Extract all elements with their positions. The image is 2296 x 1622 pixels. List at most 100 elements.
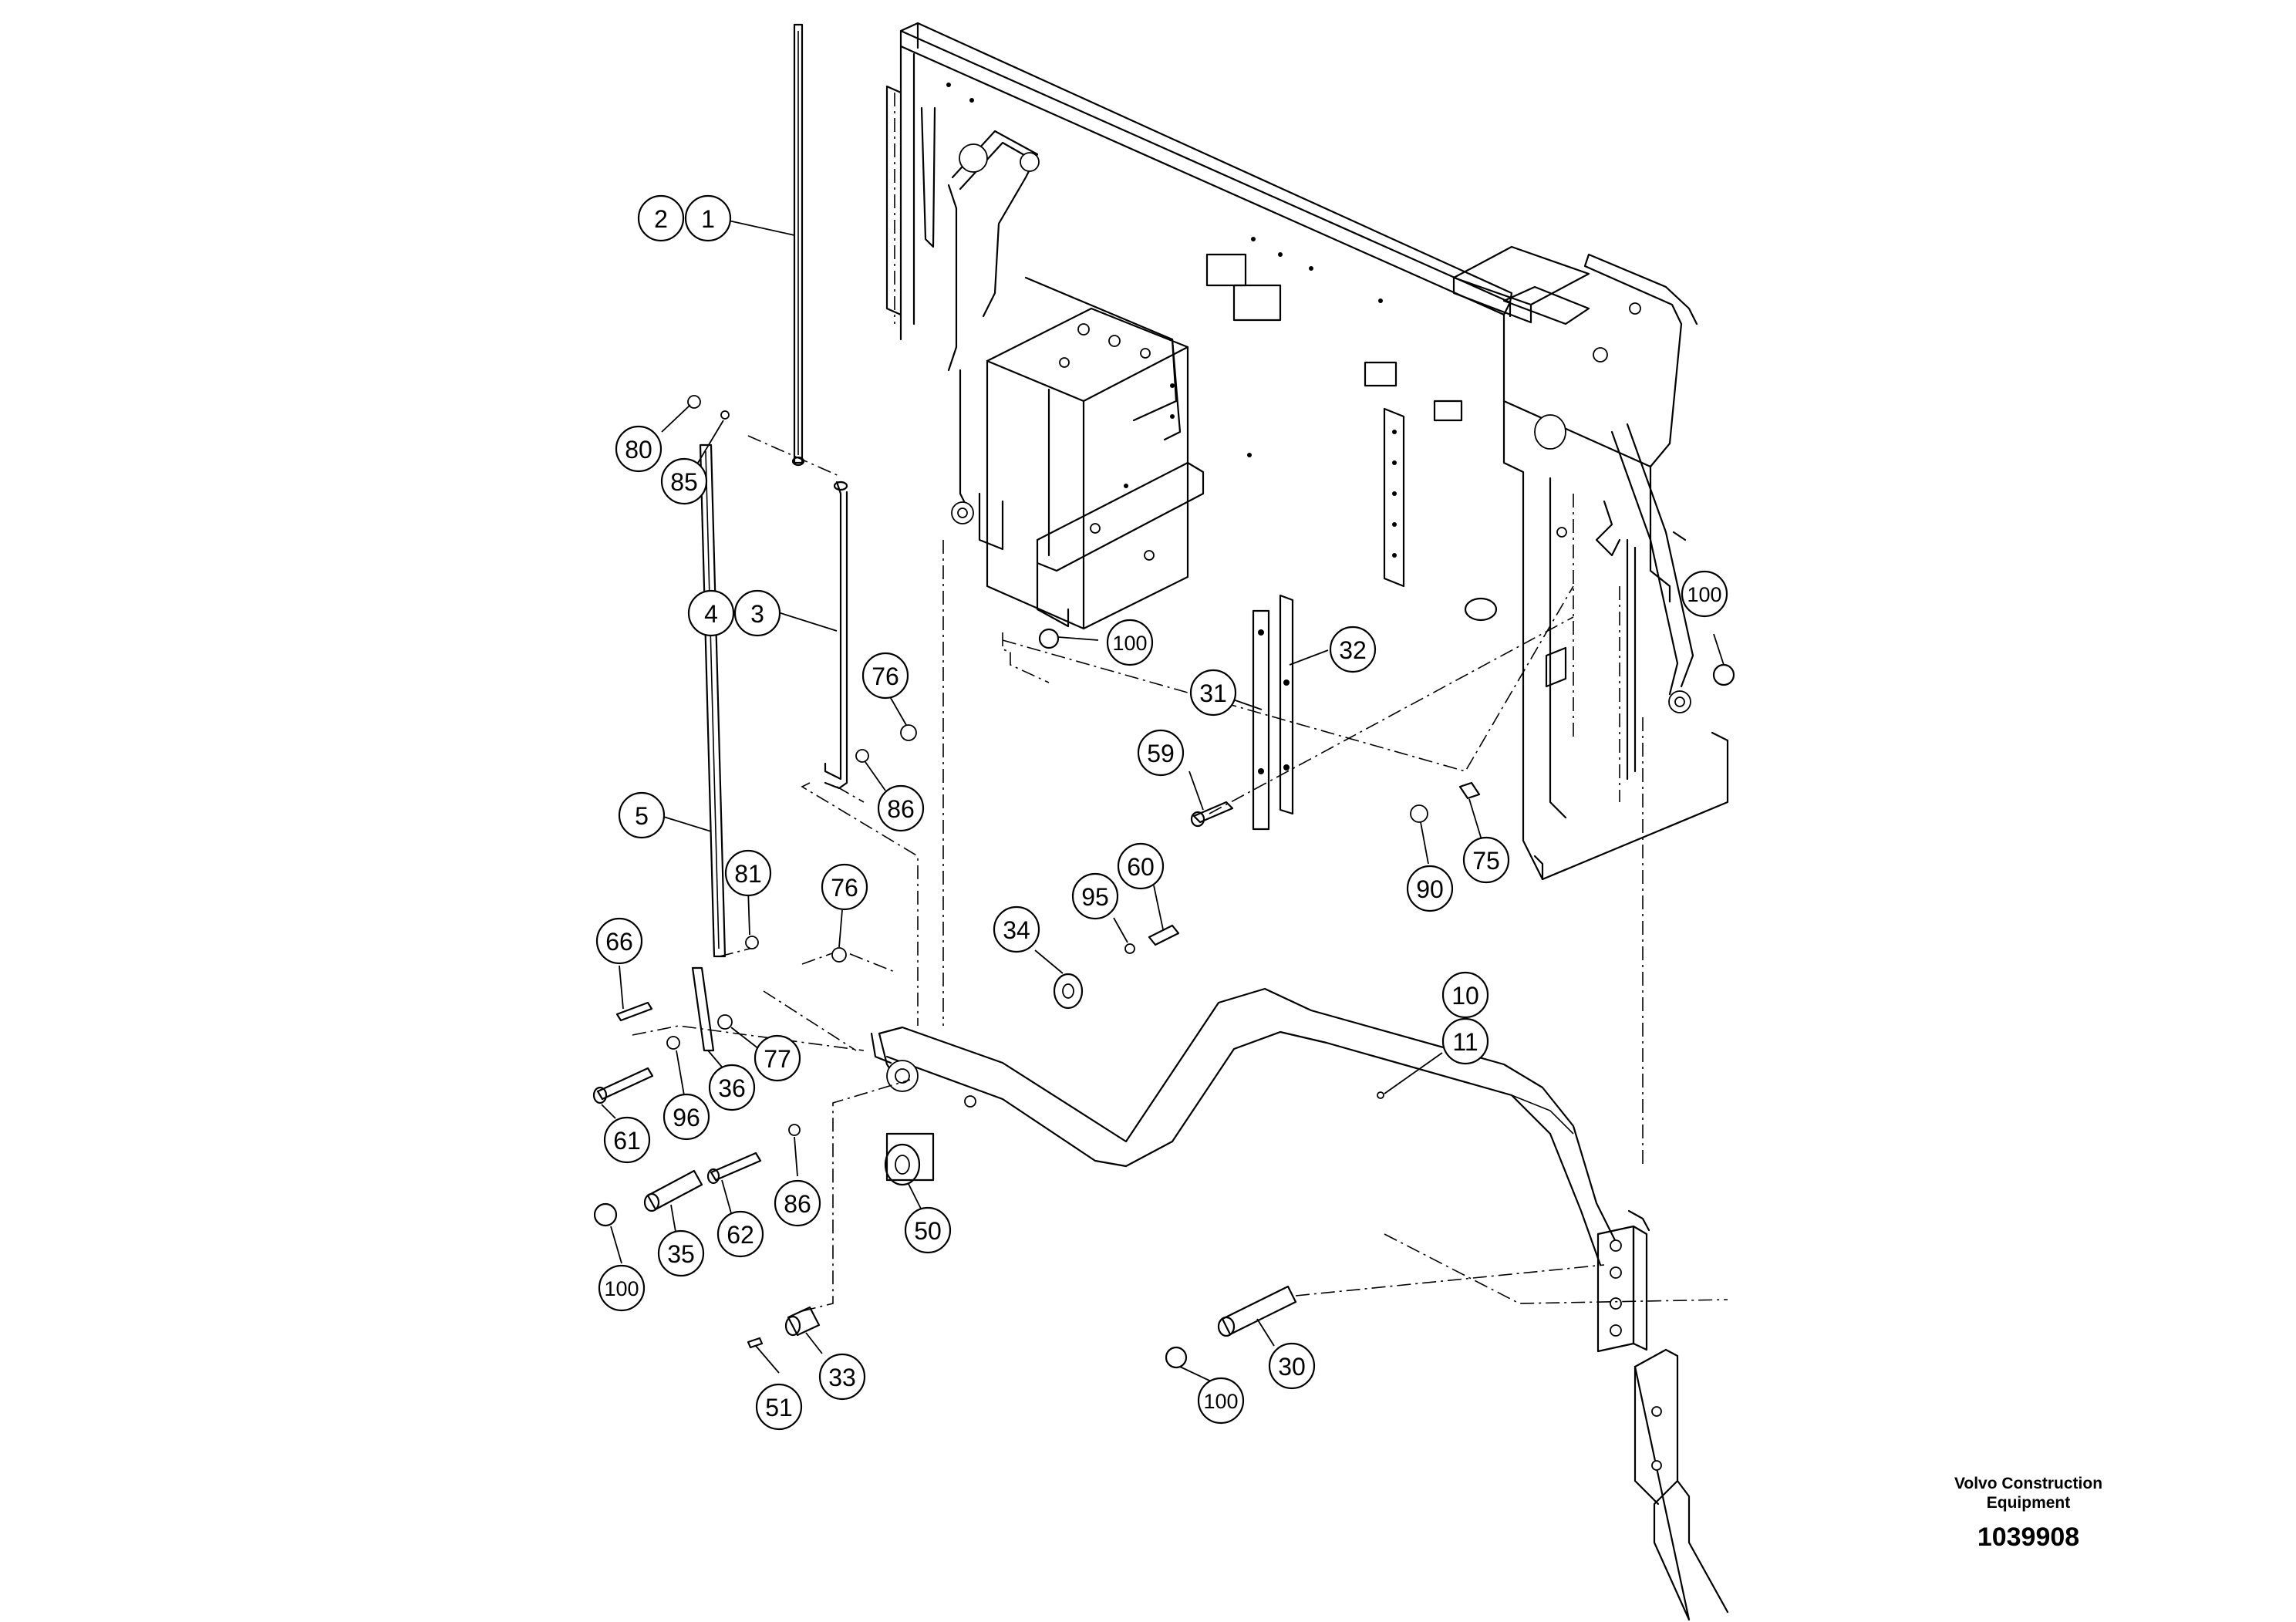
callout-balloon	[1117, 842, 1165, 890]
callout-5: 5	[618, 791, 666, 839]
callout-balloon	[637, 194, 685, 242]
callout-95: 95	[1071, 872, 1119, 920]
maker-name-line1: Volvo Construction	[1954, 1475, 2102, 1492]
leader-lines	[601, 219, 1725, 1387]
drawing-number: 1039908	[1977, 1523, 2079, 1552]
callout-label: 100	[1687, 583, 1721, 606]
callout-76: 76	[821, 863, 868, 911]
callout-3: 3	[733, 589, 781, 637]
callout-label: 36	[718, 1074, 746, 1102]
callout-balloon	[663, 1093, 710, 1141]
callout-label: 31	[1199, 679, 1227, 707]
callout-balloon	[708, 1064, 756, 1111]
callout-balloon	[1441, 1017, 1489, 1065]
main-frame	[885, 22, 1729, 1165]
callout-balloon	[1441, 971, 1489, 1019]
callout-86: 86	[877, 784, 925, 832]
callout-label: 50	[914, 1217, 942, 1245]
callout-balloon	[755, 1383, 803, 1431]
callout-label: 3	[750, 600, 764, 628]
callout-label: 81	[734, 860, 762, 888]
hardware	[592, 395, 1735, 1369]
callout-59: 59	[1137, 729, 1185, 777]
callout-label: 11	[1452, 1028, 1478, 1056]
callout-66: 66	[595, 917, 643, 965]
callout-balloon	[615, 425, 663, 473]
callout-balloon	[1268, 1342, 1316, 1390]
callout-balloon	[754, 1034, 801, 1082]
callout-77: 77	[754, 1034, 801, 1082]
callout-60: 60	[1117, 842, 1165, 890]
callout-100: 100	[598, 1264, 646, 1312]
callout-label: 59	[1147, 740, 1175, 767]
callout-balloon	[687, 589, 735, 637]
callout-label: 51	[765, 1394, 793, 1421]
callout-label: 76	[872, 663, 899, 690]
callout-51: 51	[755, 1383, 803, 1431]
callout-balloon	[1137, 729, 1185, 777]
callout-80: 80	[615, 425, 663, 473]
callout-35: 35	[657, 1229, 705, 1277]
strap-parts	[1209, 594, 1574, 831]
callout-balloon	[1329, 626, 1377, 673]
callout-label: 1	[701, 205, 715, 233]
callout-balloon	[861, 652, 909, 700]
callout-label: 30	[1278, 1353, 1306, 1381]
callout-10: 10	[1441, 971, 1489, 1019]
callout-2: 2	[637, 194, 685, 242]
callout-balloon	[618, 791, 666, 839]
callout-label: 61	[613, 1127, 641, 1155]
callout-balloon	[657, 1229, 705, 1277]
callout-label: 86	[784, 1190, 811, 1218]
title-block: Volvo Construction Equipment 1039908	[1954, 1475, 2102, 1552]
callout-86: 86	[774, 1179, 821, 1227]
callout-33: 33	[818, 1353, 866, 1401]
callout-label: 80	[625, 436, 652, 464]
callout-96: 96	[663, 1093, 710, 1141]
callout-50: 50	[904, 1206, 952, 1254]
callout-label: 62	[727, 1221, 754, 1249]
callout-balloon	[660, 457, 708, 505]
callout-36: 36	[708, 1064, 756, 1111]
callout-31: 31	[1189, 669, 1237, 717]
callout-balloon	[595, 917, 643, 965]
callout-label: 2	[654, 205, 668, 233]
callout-4: 4	[687, 589, 735, 637]
callout-label: 85	[670, 468, 698, 496]
callout-32: 32	[1329, 626, 1377, 673]
callout-layer: 2 1 80 85 4 3 100 76 86 5 81 76 66 77 61 96 36 34 95 60 86 62…	[595, 194, 1728, 1431]
callout-balloon	[877, 784, 925, 832]
callout-balloon	[598, 1264, 646, 1312]
callout-label: 100	[604, 1277, 639, 1300]
callout-label: 66	[605, 928, 633, 956]
callout-62: 62	[716, 1210, 764, 1258]
callout-balloon	[1462, 836, 1510, 884]
callout-label: 4	[704, 600, 718, 628]
callout-label: 100	[1203, 1390, 1238, 1413]
callout-label: 95	[1081, 883, 1109, 911]
callout-1: 1	[684, 194, 732, 242]
callout-75: 75	[1462, 836, 1510, 884]
callout-100: 100	[1681, 570, 1728, 618]
callout-34: 34	[993, 905, 1040, 953]
callout-100: 100	[1106, 619, 1154, 666]
callout-balloon	[1071, 872, 1119, 920]
rod-parts	[632, 23, 919, 1052]
callout-balloon	[1189, 669, 1237, 717]
callout-11: 11	[1441, 1017, 1489, 1065]
callout-balloon	[821, 863, 868, 911]
callout-label: 5	[635, 802, 649, 830]
callout-balloon	[1681, 570, 1728, 618]
callout-balloon	[684, 194, 732, 242]
callout-90: 90	[1406, 865, 1454, 912]
callout-76: 76	[861, 652, 909, 700]
callout-balloon	[724, 849, 772, 897]
callout-balloon	[993, 905, 1040, 953]
callout-label: 32	[1339, 636, 1367, 664]
maker-name-line2: Equipment	[1987, 1494, 2071, 1512]
callout-label: 33	[828, 1364, 856, 1391]
callout-balloon	[818, 1353, 866, 1401]
callout-85: 85	[660, 457, 708, 505]
callout-label: 86	[887, 795, 915, 823]
